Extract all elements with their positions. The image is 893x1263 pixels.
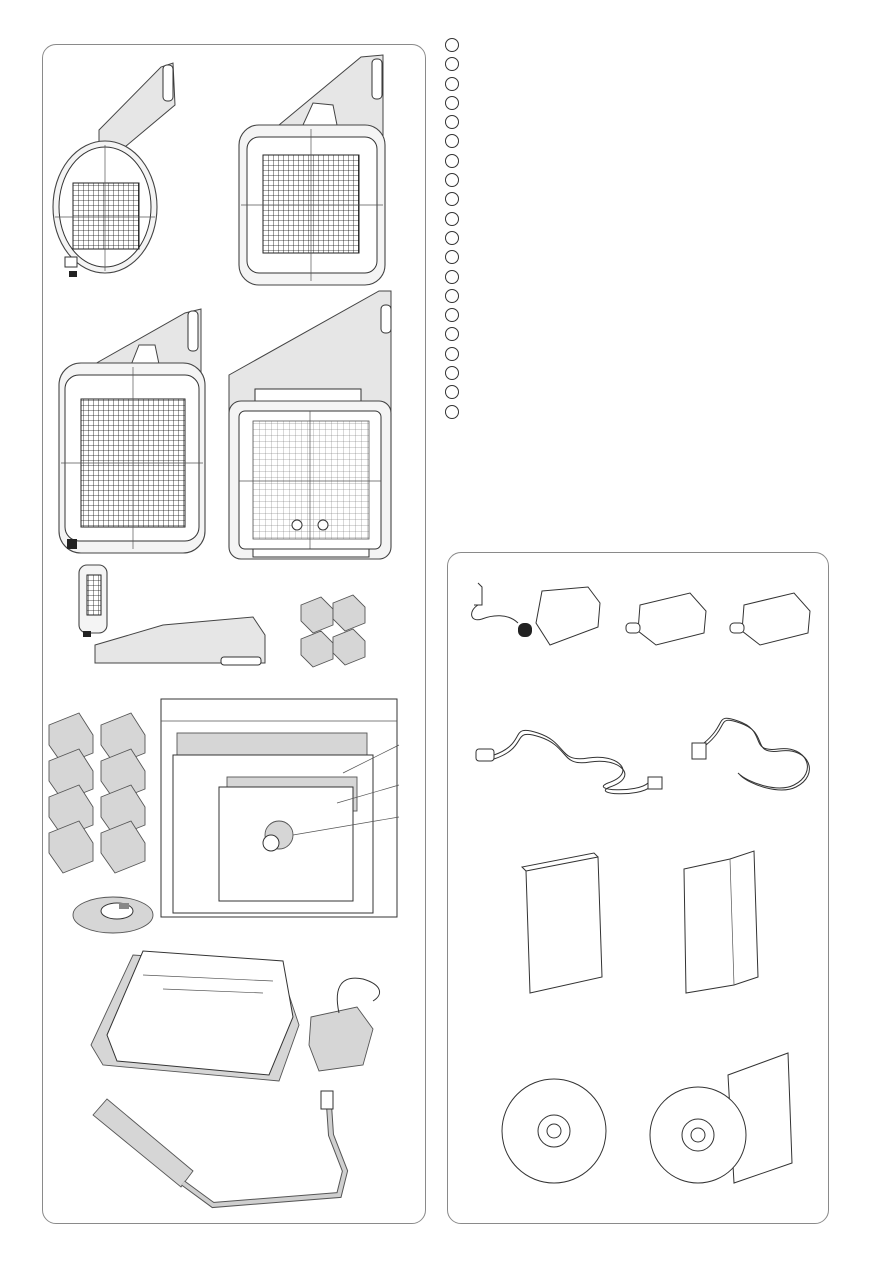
item-marker-circle bbox=[445, 57, 459, 72]
item-marker-circle bbox=[445, 173, 459, 188]
item-marker-circle bbox=[445, 153, 459, 168]
square-hoop bbox=[238, 54, 386, 286]
stabilizer-package bbox=[160, 698, 400, 918]
extra-large-hoop bbox=[228, 290, 392, 560]
item-marker-circle bbox=[445, 269, 459, 284]
item-marker-circle bbox=[445, 404, 459, 419]
embroidery-foot-with-guide bbox=[471, 582, 601, 646]
item-marker-circle bbox=[445, 327, 459, 342]
item-marker-circle bbox=[445, 76, 459, 91]
item-marker-circle bbox=[445, 288, 459, 303]
disc-2-with-leaflet bbox=[649, 1052, 793, 1184]
power-cord bbox=[475, 729, 663, 795]
oval-hoop bbox=[52, 62, 176, 277]
embroidery-foot-3 bbox=[729, 592, 811, 646]
embroidery-foot-2 bbox=[625, 592, 707, 646]
foot-control bbox=[90, 950, 381, 1082]
disc-1 bbox=[501, 1078, 607, 1184]
item-marker-circle bbox=[445, 230, 459, 245]
quick-reference-sheet bbox=[683, 850, 759, 994]
item-marker-circle bbox=[445, 95, 459, 110]
item-marker-circle bbox=[445, 38, 459, 52]
item-marker-circle bbox=[445, 192, 459, 207]
foot-control-cord bbox=[691, 717, 810, 791]
instruction-book bbox=[520, 852, 603, 994]
knee-lifter bbox=[92, 1090, 349, 1209]
small-hoop bbox=[78, 564, 266, 666]
item-marker-circle bbox=[445, 385, 459, 400]
right-panel-illustrations bbox=[471, 582, 811, 1184]
item-marker-circle bbox=[445, 366, 459, 381]
left-accessory-panel bbox=[42, 44, 426, 1224]
item-marker-circle bbox=[445, 134, 459, 149]
small-magnet-clamps bbox=[300, 594, 366, 668]
item-marker-circle bbox=[445, 346, 459, 361]
right-accessory-panel bbox=[447, 552, 829, 1224]
item-marker-circle bbox=[445, 308, 459, 323]
large-hoop bbox=[58, 308, 206, 554]
item-marker-circle bbox=[445, 211, 459, 226]
item-marker-circle bbox=[445, 115, 459, 130]
bobbin-case bbox=[72, 896, 154, 934]
item-marker-circle bbox=[445, 250, 459, 265]
item-marker-list bbox=[445, 38, 465, 424]
large-magnet-clamps bbox=[48, 712, 146, 874]
left-panel-illustrations bbox=[48, 54, 400, 1209]
